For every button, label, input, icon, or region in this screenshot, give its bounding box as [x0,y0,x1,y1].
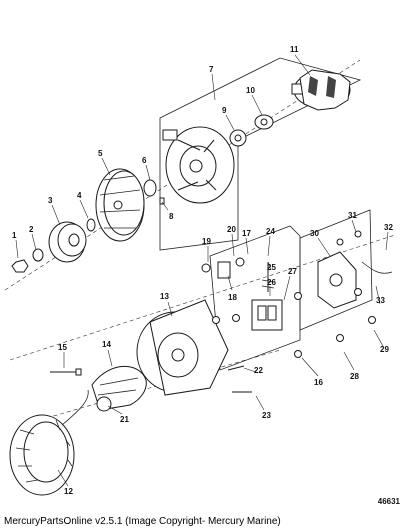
pulley [48,221,87,263]
callout-6: 6 [142,156,147,165]
callout-33: 33 [376,296,385,305]
wire-lead [361,261,393,274]
callout-29: 29 [380,345,389,354]
callout-labels: 1 2 3 4 5 6 7 8 9 10 11 12 13 14 15 16 1… [12,45,393,496]
fan [95,168,145,242]
callout-18: 18 [228,293,237,302]
callout-13: 13 [160,292,169,301]
callout-5: 5 [98,149,103,158]
lock-washer [32,248,44,262]
callout-12: 12 [64,487,73,496]
callout-21: 21 [120,415,129,424]
callout-11: 11 [290,45,299,54]
front-housing [162,126,235,204]
callout-27: 27 [288,267,297,276]
callout-25: 25 [267,263,276,272]
spacer-washer [86,218,96,232]
callout-7: 7 [209,65,214,74]
callout-2: 2 [29,225,34,234]
regulator [251,262,283,331]
callout-17: 17 [242,229,251,238]
pulley-nut [11,259,29,273]
rear-housing [136,299,229,396]
callout-30: 30 [310,229,319,238]
copyright-footer: MercuryPartsOnline v2.5.1 (Image Copyrig… [4,516,281,527]
callout-16: 16 [314,378,323,387]
callout-28: 28 [350,372,359,381]
bushing [217,261,231,279]
rotor [291,69,351,111]
callout-31: 31 [348,211,357,220]
o-ring [96,396,112,412]
callout-10: 10 [246,86,255,95]
callout-1: 1 [12,231,17,240]
callout-20: 20 [227,225,236,234]
fasteners [212,230,376,358]
callout-4: 4 [77,191,82,200]
callout-9: 9 [222,106,227,115]
callout-23: 23 [262,411,271,420]
stator [9,389,89,496]
diode [227,365,245,371]
callout-24: 24 [266,227,275,236]
diagram-reference-number: 46631 [377,497,400,506]
callout-32: 32 [384,223,393,232]
callout-3: 3 [48,196,53,205]
callout-15: 15 [58,343,67,352]
callout-22: 22 [254,366,263,375]
leader-lines [15,54,389,487]
callout-8: 8 [169,212,174,221]
spacer [143,179,157,197]
callout-14: 14 [102,340,111,349]
callout-26: 26 [267,278,276,287]
callout-19: 19 [202,237,211,246]
